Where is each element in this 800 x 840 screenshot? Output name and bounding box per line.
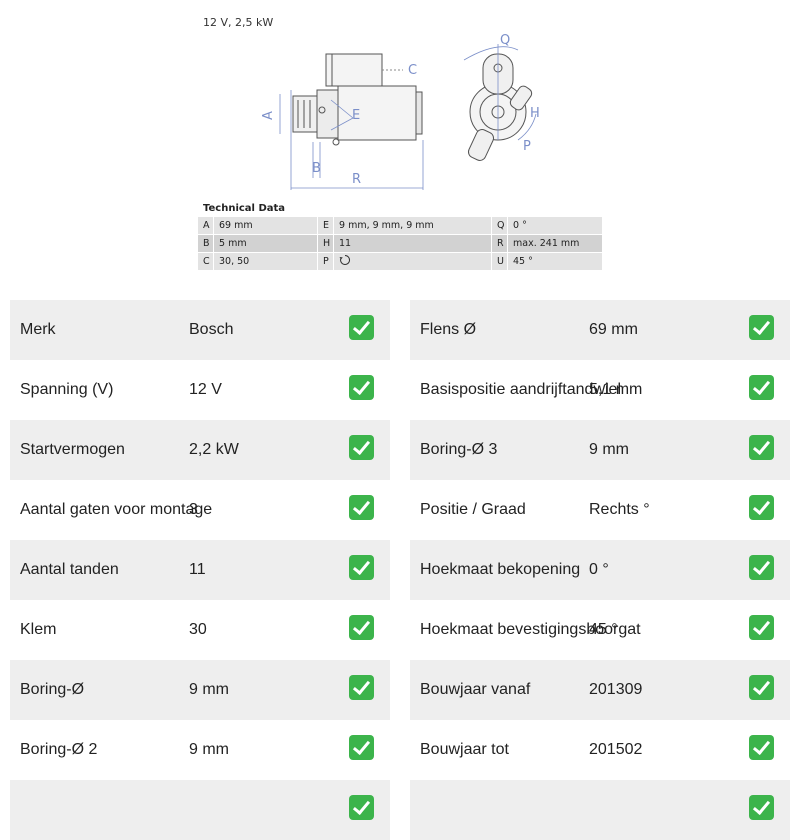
check-mark-icon	[749, 315, 774, 340]
check-mark-icon	[349, 795, 374, 820]
spec-label: Flens Ø	[420, 321, 477, 338]
dimension-lines-front	[463, 44, 537, 141]
check-mark-icon	[349, 555, 374, 580]
product-drawing: 12 V, 2,5 kW A B C E	[198, 10, 602, 272]
spec-row: Hoekmaat bevestigingsboorgat 45 °	[410, 600, 790, 660]
spec-row: Bouwjaar tot 201502	[410, 720, 790, 780]
starter-motor-diagram: A B C E R Q H P	[261, 33, 540, 190]
label-b: B	[312, 161, 321, 176]
check-mark-icon	[349, 675, 374, 700]
spec-label: Basispositie aandrijftandwiel	[420, 381, 621, 398]
spec-label: Boring-Ø 3	[420, 441, 498, 458]
spec-row: Bouwjaar vanaf 201309	[410, 660, 790, 720]
check-mark-icon	[349, 735, 374, 760]
spec-label: Hoekmaat bevestigingsboorgat	[420, 621, 641, 638]
flange-shape	[292, 95, 318, 133]
spec-value: 201502	[589, 741, 643, 758]
spec-label: Klem	[20, 621, 57, 638]
spec-row: Positie / Graad Rechts °	[410, 480, 790, 540]
spec-row: Boring-Ø 2 9 mm	[10, 720, 390, 780]
spec-row: Merk Bosch	[10, 300, 390, 360]
check-mark-icon	[349, 615, 374, 640]
label-e: E	[352, 108, 360, 123]
spec-label: Spanning (V)	[20, 381, 114, 398]
technical-data-table: A 69 mm E 9 mm, 9 mm, 9 mm Q 0 ° B 5 mm …	[198, 217, 602, 271]
table-row: A 69 mm E 9 mm, 9 mm, 9 mm Q 0 °	[198, 217, 602, 235]
spec-value: 0 °	[589, 561, 609, 578]
spec-row: Boring-Ø 3 9 mm	[410, 420, 790, 480]
label-r: R	[352, 172, 361, 187]
spec-label: Bouwjaar tot	[420, 741, 509, 758]
spec-row: Klem 30	[10, 600, 390, 660]
spec-value: 201309	[589, 681, 643, 698]
check-mark-icon	[749, 375, 774, 400]
spec-label: Aantal gaten voor montage	[20, 501, 213, 518]
spec-row: Hoekmaat bekopening 0 °	[410, 540, 790, 600]
spec-label: Bouwjaar vanaf	[420, 681, 531, 698]
label-c: C	[408, 63, 417, 78]
spec-value: 9 mm	[589, 441, 629, 458]
label-a: A	[261, 111, 276, 120]
check-mark-icon	[349, 495, 374, 520]
motor-body-shape	[337, 85, 417, 141]
spec-label: Aantal tanden	[20, 561, 119, 578]
spec-label: Boring-Ø 2	[20, 741, 98, 758]
dimension-lines-side	[279, 90, 424, 190]
check-mark-icon	[749, 435, 774, 460]
mount-hole-shape	[332, 138, 340, 146]
check-mark-icon	[349, 435, 374, 460]
spec-list-right: Flens Ø 69 mm Basispositie aandrijftandw…	[410, 300, 790, 840]
table-row: B 5 mm H 11 R max. 241 mm	[198, 234, 602, 253]
check-mark-icon	[749, 615, 774, 640]
spec-row: Aantal tanden 11	[10, 540, 390, 600]
spec-value: 3	[189, 501, 198, 518]
spec-value: 12 V	[189, 381, 222, 398]
spec-label: Hoekmaat bekopening	[420, 561, 581, 578]
check-mark-icon	[749, 795, 774, 820]
spec-value: 30	[189, 621, 207, 638]
spec-value: 9 mm	[189, 681, 229, 698]
spec-label: Startvermogen	[20, 441, 125, 458]
label-h: H	[530, 106, 540, 121]
spec-label: Positie / Graad	[420, 501, 526, 518]
spec-value: Bosch	[189, 321, 234, 338]
check-mark-icon	[349, 315, 374, 340]
spec-row	[10, 780, 390, 840]
spec-label: Boring-Ø	[20, 681, 85, 698]
voltage-power-caption: 12 V, 2,5 kW	[203, 16, 274, 29]
spec-value: 9 mm	[189, 741, 229, 758]
rotation-value-cell	[333, 252, 492, 271]
spec-row: Basispositie aandrijftandwiel 5,1 mm	[410, 360, 790, 420]
label-p: P	[523, 139, 531, 154]
check-mark-icon	[749, 555, 774, 580]
spec-list-left: Merk Bosch Spanning (V) 12 V Startvermog…	[10, 300, 390, 840]
spec-row: Aantal gaten voor montage 3	[10, 480, 390, 540]
spec-value: 5,1 mm	[589, 381, 643, 398]
spec-label: Merk	[20, 321, 56, 338]
label-q: Q	[500, 33, 510, 48]
spec-row: Boring-Ø 9 mm	[10, 660, 390, 720]
spec-value: Rechts °	[589, 501, 650, 518]
spec-row	[410, 780, 790, 840]
technical-data-title: Technical Data	[203, 203, 286, 214]
clockwise-rotation-icon	[339, 254, 351, 265]
spec-row: Startvermogen 2,2 kW	[10, 420, 390, 480]
spec-value: 2,2 kW	[189, 441, 239, 458]
solenoid-shape	[325, 53, 383, 87]
spec-value: 11	[189, 561, 206, 578]
table-row: C 30, 50 P U 45 °	[198, 252, 602, 271]
check-mark-icon	[749, 735, 774, 760]
check-mark-icon	[349, 375, 374, 400]
spec-row: Spanning (V) 12 V	[10, 360, 390, 420]
check-mark-icon	[749, 495, 774, 520]
spec-row: Flens Ø 69 mm	[410, 300, 790, 360]
spec-value: 69 mm	[589, 321, 638, 338]
check-mark-icon	[749, 675, 774, 700]
spec-value: 45 °	[589, 621, 618, 638]
